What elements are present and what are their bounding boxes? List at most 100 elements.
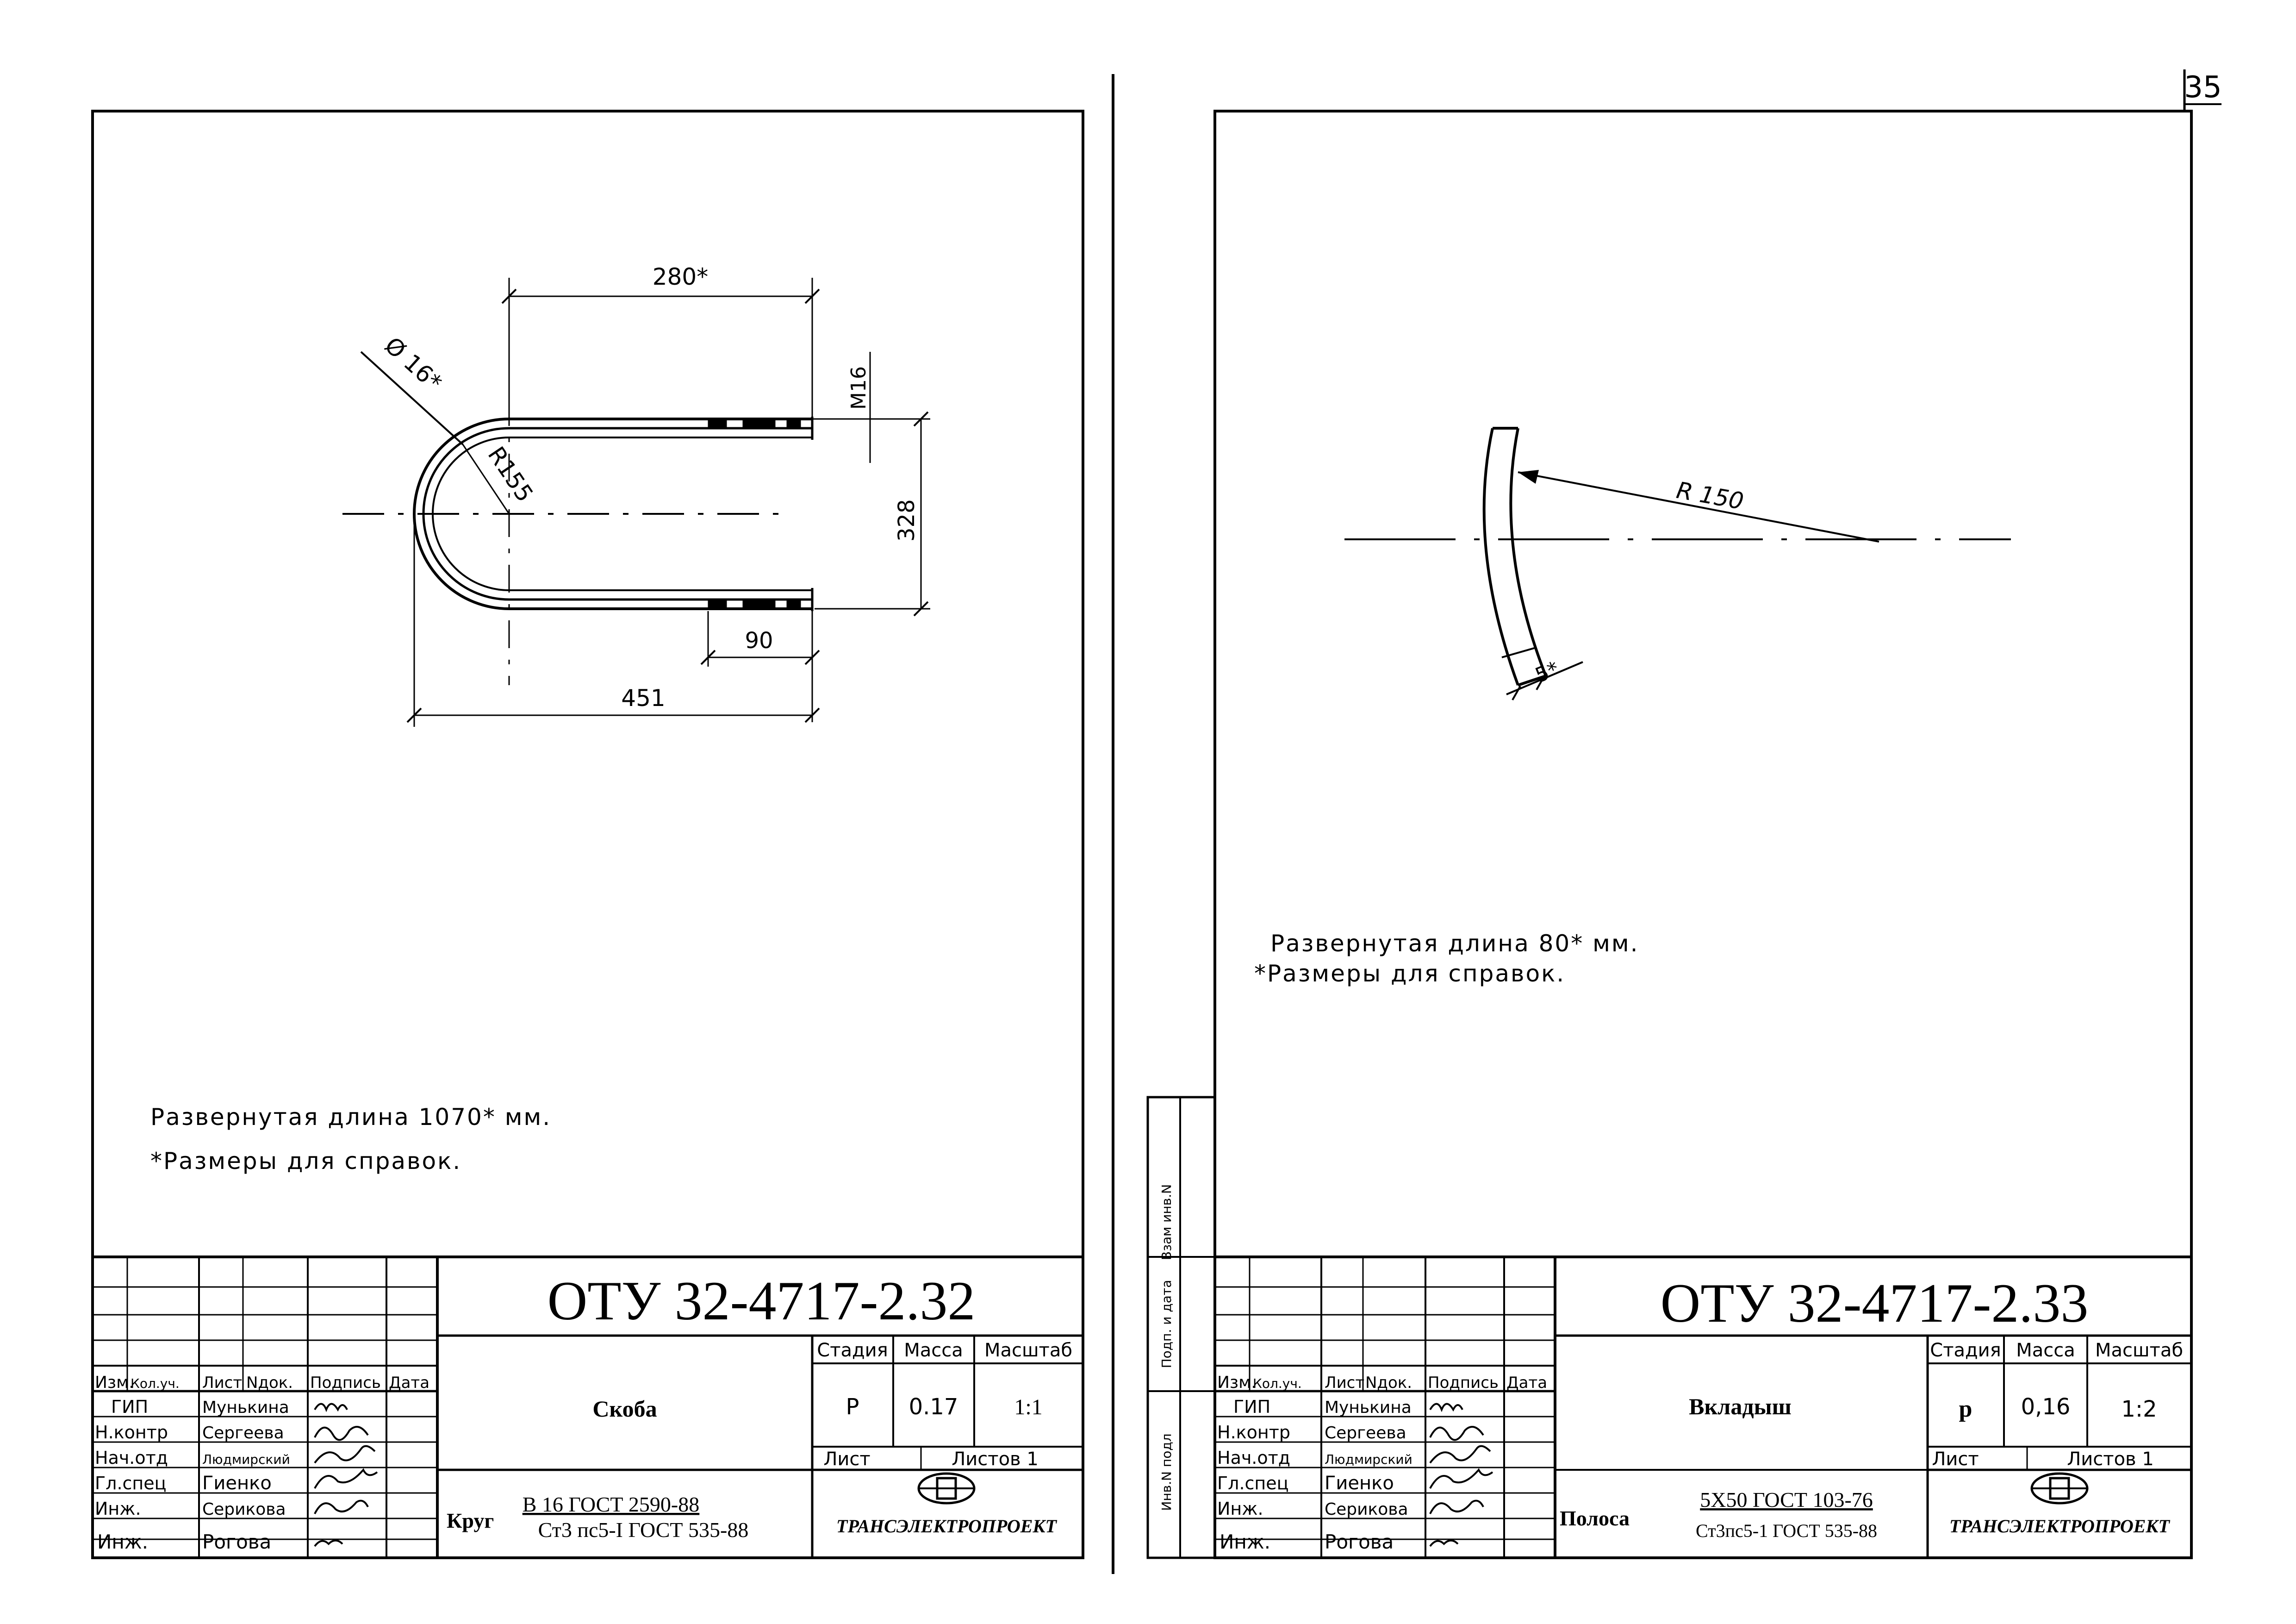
header-podpis: Подпись	[310, 1374, 381, 1392]
header-mass: Масса	[904, 1340, 963, 1361]
header-izm: Изм.	[95, 1373, 134, 1392]
stage-value: Р	[846, 1394, 859, 1420]
mass-value: 0.17	[909, 1394, 958, 1420]
thread-mark	[786, 418, 801, 429]
signature-table: Изм. Кол.уч. Лист Nдок. Подпись Дата ГИП…	[95, 1373, 429, 1553]
header-scale: Масштаб	[2095, 1340, 2183, 1361]
material-top: В 16 ГОСТ 2590-88	[523, 1493, 700, 1516]
role-nkontr: Н.контр	[1217, 1422, 1290, 1443]
material-bottom: Ст3пс5-1 ГОСТ 535-88	[1696, 1520, 1877, 1541]
org-name: ТРАНСЭЛЕКТРОПРОЕКТ	[1949, 1516, 2171, 1537]
side-stamp-podp: Подп. и дата	[1159, 1280, 1174, 1368]
scale-value: 1:1	[1014, 1395, 1042, 1419]
header-kolvo: Кол.уч.	[131, 1376, 180, 1391]
insert-arc-outer	[1482, 428, 1519, 686]
mass-value: 0,16	[2021, 1394, 2071, 1420]
name-inzh1: Серикова	[202, 1500, 286, 1519]
r150-leader	[1518, 471, 1879, 543]
u-bolt-inner	[422, 427, 812, 601]
header-kolvo: Кол.уч.	[1253, 1376, 1302, 1391]
dim-r155-label: R155	[483, 442, 539, 506]
header-mass: Масса	[2016, 1340, 2075, 1361]
header-izm: Изм.	[1217, 1373, 1257, 1392]
material-prefix: Круг	[447, 1509, 494, 1532]
title-block	[93, 1255, 1083, 1558]
material-prefix: Полоса	[1560, 1506, 1630, 1530]
title-block	[1215, 1255, 2191, 1558]
thread-mark	[786, 598, 801, 609]
sheets-label: Листов 1	[2067, 1449, 2154, 1470]
thread-mark	[742, 598, 776, 609]
name-inzh2: Рогова	[1325, 1530, 1394, 1553]
dim-r150-label: R 150	[1674, 477, 1746, 515]
insert-drawing	[1344, 427, 2011, 700]
name-nachotd: Людмирский	[202, 1452, 290, 1467]
role-inzh2: Инж.	[1220, 1530, 1270, 1553]
thread-mark	[708, 418, 727, 429]
name-glspec: Гиенко	[1325, 1473, 1394, 1494]
role-inzh1: Инж.	[95, 1499, 141, 1519]
side-stamp-inv: Инв.N подл	[1159, 1433, 1174, 1511]
name-inzh2: Рогова	[202, 1530, 271, 1553]
dim-m16-label: M16	[847, 366, 871, 410]
dim-5-label: 5*	[1532, 657, 1562, 687]
dim-328-label: 328	[894, 499, 920, 542]
dim-diameter-label: Ø 16*	[380, 332, 447, 396]
name-nkontr: Сергеева	[202, 1424, 284, 1443]
role-gip: ГИП	[1233, 1397, 1270, 1417]
thread-mark	[742, 418, 776, 429]
header-ndok: Nдок.	[246, 1374, 293, 1392]
insert-arc-inner	[1509, 428, 1547, 677]
sheet-frame	[91, 110, 1084, 1559]
role-glspec: Гл.спец	[95, 1473, 167, 1493]
sheet-right: Взам инв.N Подп. и дата Инв.N подл R 150…	[1146, 110, 2193, 1559]
header-podpis: Подпись	[1428, 1374, 1499, 1392]
header-list: Лист	[202, 1374, 242, 1392]
signature-scribbles	[314, 1403, 378, 1547]
name-nachotd: Людмирский	[1325, 1452, 1412, 1467]
thread-mark	[708, 598, 727, 609]
name-nkontr: Сергеева	[1325, 1424, 1406, 1443]
name-gip: Мунькина	[1325, 1398, 1412, 1417]
side-stamp-vzam: Взам инв.N	[1159, 1184, 1174, 1260]
u-bolt-inner2	[432, 437, 812, 591]
sheet-frame	[1213, 110, 2193, 1559]
page-number: 35	[2184, 70, 2221, 105]
side-stamp	[1146, 1096, 1216, 1559]
material-top: 5Х50 ГОСТ 103-76	[1700, 1488, 1873, 1512]
u-bolt-outer	[413, 418, 812, 610]
org-name: ТРАНСЭЛЕКТРОПРОЕКТ	[836, 1516, 1058, 1537]
name-gip: Мунькина	[202, 1398, 289, 1417]
part-name: Скоба	[592, 1396, 657, 1422]
note-length: Развернутая длина 1070* мм.	[150, 1104, 551, 1131]
diam-leader	[360, 351, 464, 445]
sheet-left: 280* Ø 16* R155 M16 328 90 451 Развернут…	[91, 110, 1084, 1559]
drawing-number: ОТУ 32-4717-2.33	[1661, 1272, 2089, 1334]
header-scale: Масштаб	[984, 1340, 1072, 1361]
sheets-label: Листов 1	[952, 1449, 1039, 1470]
name-inzh1: Серикова	[1325, 1500, 1408, 1519]
header-list: Лист	[1325, 1374, 1364, 1392]
role-nkontr: Н.контр	[95, 1422, 168, 1443]
role-nachotd: Нач.отд	[95, 1448, 168, 1468]
header-data: Дата	[1506, 1374, 1547, 1392]
header-stage: Стадия	[817, 1340, 888, 1361]
role-inzh2: Инж.	[97, 1530, 148, 1553]
stage-value: р	[1959, 1396, 1972, 1422]
sheet-label: Лист	[823, 1449, 870, 1470]
sheet-label: Лист	[1932, 1449, 1979, 1470]
name-glspec: Гиенко	[202, 1473, 272, 1494]
role-inzh1: Инж.	[1217, 1499, 1263, 1519]
scale-value: 1:2	[2121, 1396, 2157, 1422]
signature-scribbles	[1429, 1403, 1493, 1547]
u-bolt-drawing	[342, 278, 930, 727]
header-stage: Стадия	[1930, 1340, 2001, 1361]
role-nachotd: Нач.отд	[1217, 1448, 1290, 1468]
header-data: Дата	[389, 1374, 429, 1392]
role-glspec: Гл.спец	[1217, 1473, 1289, 1493]
dim-451-label: 451	[621, 685, 665, 712]
signature-table: Изм. Кол.уч. Лист Nдок. Подпись Дата ГИП…	[1217, 1373, 1547, 1553]
dim-280-label: 280*	[653, 263, 708, 290]
drawing-number: ОТУ 32-4717-2.32	[548, 1270, 976, 1331]
